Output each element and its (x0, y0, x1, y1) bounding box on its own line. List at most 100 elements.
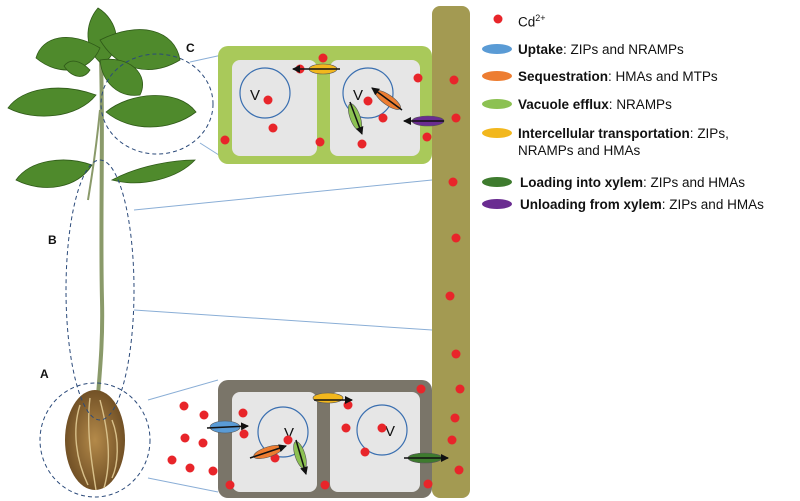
leaf-cell-right (330, 60, 420, 156)
panel-label-c: C (186, 41, 195, 55)
vacuole-label: V (250, 87, 260, 104)
root-ball (65, 390, 125, 491)
root-cell-right (330, 392, 420, 492)
leaf-vacuole-left (239, 67, 291, 119)
legend-item-unloading: Unloading from xylem: ZIPs and HMAs (480, 196, 764, 213)
leaf-region-ellipse (100, 53, 214, 155)
legend-title: Unloading from xylem (520, 197, 662, 212)
legend-title: Vacuole efflux (518, 97, 609, 112)
legend-ion: Cd2+ (490, 10, 546, 31)
cd-ion (185, 463, 195, 473)
poplar-plant (7, 7, 197, 491)
cd-ion (454, 465, 464, 475)
cd-ion (341, 423, 351, 433)
ion-symbol: Cd (518, 14, 536, 30)
vacuole-efflux-transporter-icon (482, 99, 512, 109)
cd-ion (416, 384, 426, 394)
legend-desc: ZIPs and HMAs (669, 197, 764, 212)
cadmium-ions (167, 53, 465, 490)
legend-desc: ZIPs, NRAMPs and HMAs (518, 126, 729, 158)
cd-ion (447, 435, 457, 445)
cd-ion (220, 135, 230, 145)
root-cell-left (232, 392, 317, 492)
cd-ion (360, 447, 370, 457)
cd-ion (449, 75, 459, 85)
cd-ion (180, 433, 190, 443)
cd-ion (263, 95, 273, 105)
cd-ion-icon (493, 14, 503, 24)
sequestration-transporter-icon (482, 71, 512, 81)
cd-ion (451, 113, 461, 123)
cd-ion (239, 429, 249, 439)
cd-ion (445, 291, 455, 301)
legend-title: Uptake (518, 42, 564, 57)
panel-label-b: B (48, 233, 57, 247)
legend-item-intercellular: Intercellular transportation: ZIPs, NRAM… (480, 125, 795, 159)
transporter-intercellular (312, 392, 344, 404)
cd-ion (318, 53, 328, 63)
leaves (7, 7, 197, 188)
cd-ion (363, 96, 373, 106)
root-cells: V V (218, 380, 432, 498)
cd-ion (422, 132, 432, 142)
intercellular-transporter-icon (482, 128, 512, 138)
legend-item-sequestration: Sequestration: HMAs and MTPs (480, 68, 718, 85)
transport-arrow (295, 439, 308, 475)
unloading-transporter-icon (482, 199, 512, 209)
cd-ion (455, 384, 465, 394)
loading-transporter-icon (482, 177, 512, 187)
legend-title: Loading into xylem (520, 175, 644, 190)
legend-item-vacuole-efflux: Vacuole efflux: NRAMPs (480, 96, 672, 113)
ion-charge: 2+ (535, 13, 546, 23)
panel-label-a: A (40, 367, 49, 381)
legend-desc: ZIPs and HMAs (650, 175, 746, 190)
cd-ion (378, 113, 388, 123)
stem-region-ellipse (65, 159, 135, 421)
legend-item-uptake: Uptake: ZIPs and NRAMPs (480, 41, 684, 58)
root-vacuole-left (257, 406, 309, 458)
cd-ion (343, 400, 353, 410)
cd-ion (315, 137, 325, 147)
cd-ion (198, 438, 208, 448)
legend-desc: HMAs and MTPs (615, 69, 718, 84)
transporters (206, 63, 449, 475)
cd-ion (238, 408, 248, 418)
root-region-ellipse (39, 382, 151, 498)
cd-ion (208, 466, 218, 476)
xylem-vessel (432, 6, 470, 498)
transport-arrow (249, 444, 287, 459)
cd-ion (167, 455, 177, 465)
cd-ion (451, 233, 461, 243)
legend-item-loading: Loading into xylem: ZIPs and HMAs (480, 174, 745, 191)
cd-ion (377, 423, 387, 433)
uptake-transporter-icon (482, 44, 512, 54)
cd-ion (283, 435, 293, 445)
transport-arrow (371, 87, 403, 111)
root-vacuole-right (356, 404, 408, 456)
legend-title: Intercellular transportation (518, 126, 690, 141)
legend-desc: ZIPs and NRAMPs (570, 42, 684, 57)
leaf-cells: V V (218, 46, 432, 164)
cd-ion (448, 177, 458, 187)
transport-arrow (206, 422, 249, 431)
cd-ion (320, 480, 330, 490)
legend: Cd2+ Uptake: ZIPs and NRAMPs Sequestrati… (480, 0, 800, 501)
vacuole-label: V (284, 425, 294, 442)
cd-ion (413, 73, 423, 83)
transport-arrow (349, 101, 364, 135)
cd-ion (451, 349, 461, 359)
vacuole-label: V (353, 87, 363, 104)
legend-desc: NRAMPs (616, 97, 672, 112)
cd-ion (268, 123, 278, 133)
cd-ion (357, 139, 367, 149)
legend-title: Sequestration (518, 69, 609, 84)
cd-ion (179, 401, 189, 411)
cd-ion (423, 479, 433, 489)
cd-ion (199, 410, 209, 420)
vacuole-label: V (385, 423, 395, 440)
leaf-vacuole-right (342, 67, 394, 119)
cd-ion (450, 413, 460, 423)
leaf-cell-left (232, 60, 317, 156)
cd-ion (225, 480, 235, 490)
